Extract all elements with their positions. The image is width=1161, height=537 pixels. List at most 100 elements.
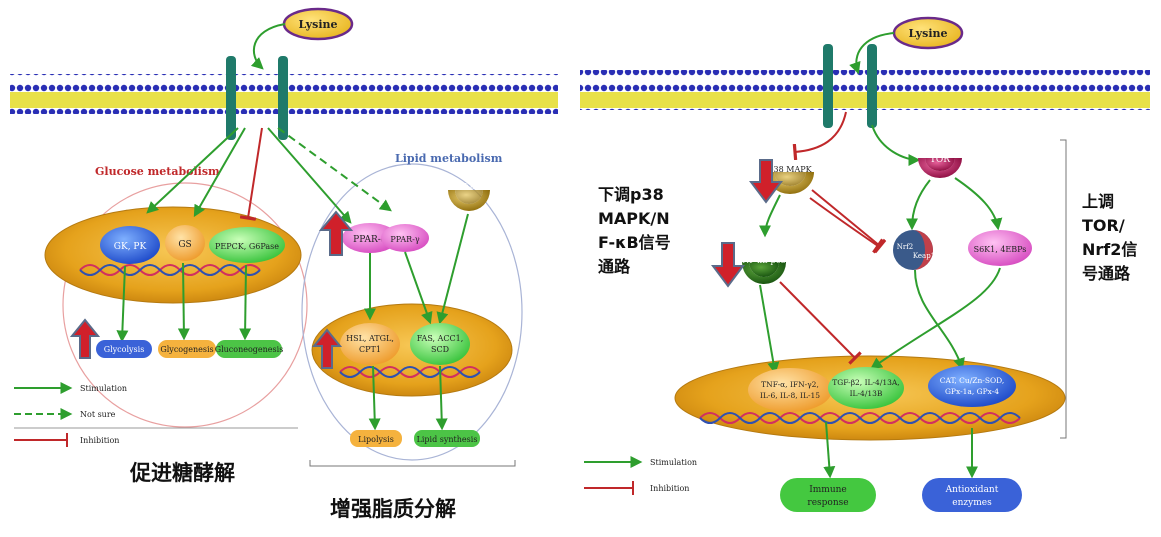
svg-text:TOR: TOR <box>930 155 950 165</box>
dna-strand <box>699 412 1021 424</box>
svg-text:Not sure: Not sure <box>80 410 116 419</box>
upregulation-arrow <box>318 210 354 256</box>
svg-text:Lipid synthesis: Lipid synthesis <box>417 435 478 444</box>
svg-text:Glycogenesis: Glycogenesis <box>160 345 213 354</box>
s6k1-4ebps-node: S6K1, 4EBPs <box>968 230 1032 266</box>
nfkb-p65-node: NF-κB p65 <box>742 256 786 284</box>
upregulation-arrow <box>69 318 101 359</box>
lysine-label: Lysine <box>298 18 337 31</box>
right-panel: Lysine p38 MAPK NF-κB p65 <box>580 16 1150 512</box>
svg-text:Nrf2: Nrf2 <box>897 243 914 251</box>
cn-downregulation-caption: 下调p38 MAPK/N F-κB信号 通路 <box>598 185 671 276</box>
receptor-channel <box>823 44 833 128</box>
gk-pk-node: GK, PK <box>100 226 160 264</box>
downregulation-arrow <box>749 159 783 204</box>
svg-text:Antioxidant: Antioxidant <box>945 485 999 495</box>
legend-left: Stimulation Not sure Inhibition <box>14 382 298 447</box>
svg-text:IL-6, IL-8, IL-15: IL-6, IL-8, IL-15 <box>760 391 820 400</box>
upregulation-arrow <box>311 328 343 369</box>
svg-text:NF-κB p65: NF-κB p65 <box>742 256 786 265</box>
svg-text:PPAR-α: PPAR-α <box>353 235 387 245</box>
pepck-g6pase-node: PEPCK, G6Pase <box>209 227 285 263</box>
svg-text:S6K1, 4EBPs: S6K1, 4EBPs <box>974 245 1027 254</box>
svg-text:Stimulation: Stimulation <box>80 384 127 393</box>
cn-glycolysis-caption: 促进糖酵解 <box>129 461 235 485</box>
lysine-node-right: Lysine <box>892 16 964 50</box>
svg-text:通路: 通路 <box>598 257 631 276</box>
cn-upregulation-caption: 上调 TOR/ Nrf2信 号通路 <box>1082 192 1137 283</box>
lipid-metabolism-title: Lipid metabolism <box>395 152 503 165</box>
hsl-atgl-cpt1-node: HSL, ATGL, CPT1 <box>340 323 400 365</box>
lipid-metabolism-region <box>301 163 523 461</box>
svg-text:FAS, ACC1,: FAS, ACC1, <box>417 334 464 343</box>
glycogenesis-outcome: Glycogenesis <box>158 340 216 358</box>
lipolysis-outcome: Lipolysis <box>350 430 402 447</box>
downregulation-arrow <box>711 242 745 288</box>
gluconeogenesis-outcome: Gluconeogenesis <box>215 340 284 358</box>
svg-text:GS: GS <box>178 240 191 250</box>
cn-lipolysis-caption: 增强脂质分解 <box>330 497 456 521</box>
svg-text:PEPCK, G6Pase: PEPCK, G6Pase <box>215 242 279 251</box>
legend-right: Stimulation Inhibition <box>584 456 697 495</box>
cell-membrane-right <box>580 70 1150 110</box>
svg-text:上调: 上调 <box>1082 192 1114 211</box>
svg-text:Nrf2信: Nrf2信 <box>1082 240 1137 259</box>
svg-text:Lipolysis: Lipolysis <box>358 435 394 444</box>
gs-node: GS <box>165 225 205 261</box>
glucose-metabolism-title: Glucose metabolism <box>95 165 220 178</box>
svg-text:Inhibition: Inhibition <box>650 484 689 493</box>
fas-acc1-scd-node: FAS, ACC1, SCD <box>410 323 470 365</box>
immune-response-outcome: Immune response <box>780 478 876 512</box>
lipid-synthesis-outcome: Lipid synthesis <box>414 430 480 447</box>
svg-text:HSL, ATGL,: HSL, ATGL, <box>346 334 394 343</box>
svg-text:GK, PK: GK, PK <box>114 242 147 252</box>
glycolysis-outcome: Glycolysis <box>96 340 152 358</box>
svg-text:p38 MAPK: p38 MAPK <box>768 165 812 174</box>
svg-text:Lysine: Lysine <box>908 27 947 40</box>
p38-mapk-node: p38 MAPK <box>766 165 814 194</box>
svg-text:CAT, Cu/Zn-SOD,: CAT, Cu/Zn-SOD, <box>940 376 1005 385</box>
dna-strand <box>339 366 481 378</box>
bracket <box>1060 139 1067 439</box>
svg-text:Stimulation: Stimulation <box>650 458 697 467</box>
tor-node: TOR <box>918 155 962 178</box>
bracket <box>309 460 516 467</box>
svg-text:PPAR-γ: PPAR-γ <box>390 235 420 244</box>
svg-text:CPT1: CPT1 <box>359 345 381 354</box>
lysine-node-left: Lysine <box>282 7 354 41</box>
svg-text:Keap1: Keap1 <box>913 252 935 260</box>
svg-text:TOR/: TOR/ <box>1082 216 1125 235</box>
svg-text:号通路: 号通路 <box>1082 264 1131 283</box>
svg-text:enzymes: enzymes <box>952 498 992 508</box>
antioxidant-enzymes-outcome: Antioxidant enzymes <box>922 478 1022 512</box>
svg-text:TGF-β2, IL-4/13A,: TGF-β2, IL-4/13A, <box>832 378 899 387</box>
srebp1-node: SREBP1 <box>448 182 490 211</box>
antioxidant-genes-node: CAT, Cu/Zn-SOD, GPx-1a, GPx-4 <box>928 365 1016 407</box>
svg-text:F-κB信号: F-κB信号 <box>598 233 671 252</box>
receptor-channel <box>226 56 236 140</box>
dna-strand <box>79 264 261 276</box>
svg-text:SCD: SCD <box>431 345 449 354</box>
ppar-a-node: PPAR-α <box>342 223 398 253</box>
antiinflammatory-cytokines-node: TGF-β2, IL-4/13A, IL-4/13B <box>828 367 904 409</box>
glucose-metabolism-region <box>62 182 308 428</box>
receptor-channel <box>278 56 288 140</box>
svg-text:Inhibition: Inhibition <box>80 436 119 445</box>
svg-text:response: response <box>807 498 848 508</box>
ppar-g-node: PPAR-γ <box>381 224 429 252</box>
nrf2-keap1-node: Nrf2 Keap1 <box>893 230 935 270</box>
proinflammatory-cytokines-node: TNF-α, IFN-γ2, IL-6, IL-8, IL-15 <box>748 368 832 412</box>
svg-text:Glycolysis: Glycolysis <box>104 345 145 354</box>
svg-text:Immune: Immune <box>809 485 847 495</box>
svg-text:Gluconeogenesis: Gluconeogenesis <box>215 345 284 354</box>
svg-text:IL-4/13B: IL-4/13B <box>850 389 883 398</box>
svg-text:下调p38: 下调p38 <box>598 185 664 204</box>
dna-strand <box>79 264 261 276</box>
left-panel: Lysine Glucose metabolism Lipid metaboli… <box>10 7 558 521</box>
svg-text:TNF-α, IFN-γ2,: TNF-α, IFN-γ2, <box>761 380 819 389</box>
svg-text:SREBP1: SREBP1 <box>452 182 486 191</box>
receptor-channel <box>867 44 877 128</box>
svg-text:MAPK/N: MAPK/N <box>598 209 670 228</box>
